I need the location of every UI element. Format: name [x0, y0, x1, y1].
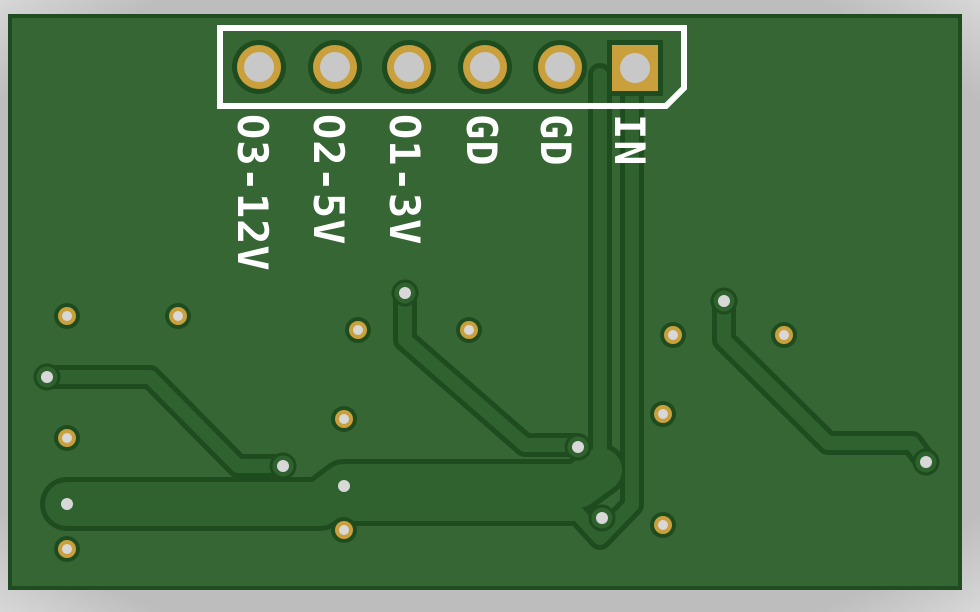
pin-3-pad[interactable]	[382, 40, 436, 94]
via	[165, 303, 191, 329]
plated-vias	[54, 303, 797, 562]
via	[54, 425, 80, 451]
via	[331, 517, 357, 543]
pin-1-label: O3-12V	[228, 114, 277, 272]
connector-header	[232, 40, 663, 96]
via	[588, 504, 616, 532]
pin-5-pad[interactable]	[533, 40, 587, 94]
pin-3-label: O1-3V	[380, 114, 429, 245]
via	[338, 480, 350, 492]
trace-vias	[33, 279, 940, 532]
pin-4-label: GD	[457, 114, 506, 167]
pin-4-pad[interactable]	[458, 40, 512, 94]
via	[331, 406, 357, 432]
via	[564, 433, 592, 461]
via	[391, 279, 419, 307]
via	[650, 401, 676, 427]
via	[650, 512, 676, 538]
pin-1-pad[interactable]	[232, 40, 286, 94]
via	[54, 303, 80, 329]
via	[660, 322, 686, 348]
pin-6-label: IN	[605, 114, 654, 167]
pin-2-label: O2-5V	[304, 114, 353, 245]
via	[456, 317, 482, 343]
via	[269, 452, 297, 480]
via	[771, 322, 797, 348]
pin-6-square-pad[interactable]	[607, 40, 663, 96]
via	[33, 363, 61, 391]
pin-2-pad[interactable]	[308, 40, 362, 94]
via	[345, 317, 371, 343]
header-silkscreen-outline	[217, 25, 687, 109]
pin-labels: O3-12V O2-5V O1-3V GD GD IN	[228, 114, 654, 272]
via	[710, 287, 738, 315]
via	[54, 536, 80, 562]
via	[61, 498, 73, 510]
pin-5-label: GD	[531, 114, 580, 167]
via	[912, 448, 940, 476]
